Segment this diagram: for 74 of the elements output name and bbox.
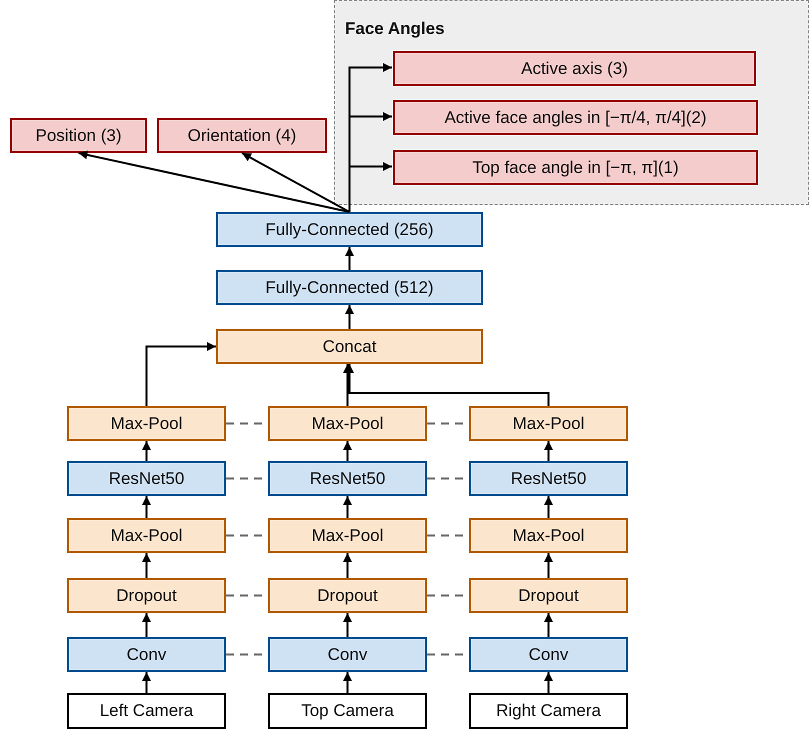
layer-box (67, 578, 226, 613)
input-box (268, 693, 427, 729)
layer-box (67, 637, 226, 672)
arrow (544, 496, 553, 518)
arrow (142, 553, 151, 578)
arrow (544, 441, 553, 461)
arrow (142, 613, 151, 637)
group-title: Face Angles (345, 19, 445, 39)
arrow (142, 496, 151, 518)
arrow (142, 441, 151, 461)
output-box (393, 100, 758, 135)
layer-box (67, 406, 226, 441)
box-label: Active axis (3) (521, 58, 628, 78)
layer-box (216, 329, 483, 364)
box-label: Active face angles in [−π/4, π/4](2) (444, 108, 707, 128)
box-label: Conv (328, 644, 368, 664)
layer-box (469, 578, 628, 613)
layer-box (268, 461, 427, 496)
output-box (393, 150, 758, 185)
input-box (469, 693, 628, 729)
arrow (343, 441, 352, 461)
box-label: Max-Pool (312, 414, 384, 434)
arrow (343, 553, 352, 578)
box-label: Max-Pool (110, 414, 182, 434)
group-panel (334, 0, 809, 205)
arrow (343, 613, 352, 637)
arrow (345, 305, 354, 329)
box-label: Max-Pool (512, 526, 584, 546)
layer-box (469, 637, 628, 672)
arrow (544, 613, 553, 637)
box-label: Position (3) (36, 126, 122, 146)
box-label: Orientation (4) (188, 126, 296, 146)
layer-box (469, 518, 628, 553)
layer-box (268, 518, 427, 553)
layer-box (67, 518, 226, 553)
layer-box (268, 637, 427, 672)
box-label: Fully-Connected (512) (265, 278, 434, 298)
box-label: ResNet50 (108, 468, 184, 488)
box-label: Dropout (116, 586, 177, 606)
layer-box (216, 212, 483, 247)
arrow (146, 342, 216, 406)
box-label: Concat (322, 336, 376, 356)
box-label: Top Camera (301, 701, 394, 721)
box-label: Max-Pool (512, 414, 584, 434)
box-label: Max-Pool (312, 526, 384, 546)
box-label: Max-Pool (110, 526, 182, 546)
layer-box (268, 578, 427, 613)
layer-box (469, 461, 628, 496)
output-box (393, 51, 756, 86)
box-label: Top face angle in [−π, π](1) (472, 158, 679, 178)
box-label: Right Camera (496, 701, 601, 721)
box-label: Fully-Connected (256) (265, 220, 434, 240)
output-box (157, 118, 327, 153)
box-label: ResNet50 (310, 468, 386, 488)
arrow (242, 152, 350, 213)
arrow (544, 553, 553, 578)
layer-box (67, 461, 226, 496)
arrow (345, 247, 354, 270)
box-label: Conv (126, 644, 166, 664)
box-label: Left Camera (100, 701, 194, 721)
box-label: Dropout (317, 586, 378, 606)
layer-box (469, 406, 628, 441)
arrow (343, 496, 352, 518)
layer-box (216, 270, 483, 305)
box-label: Dropout (518, 586, 579, 606)
box-label: Conv (528, 644, 568, 664)
arrow (343, 672, 352, 693)
layer-box (268, 406, 427, 441)
output-box (10, 118, 147, 153)
arrow (142, 672, 151, 693)
arrow (78, 150, 350, 213)
input-box (67, 693, 226, 729)
box-label: ResNet50 (510, 468, 586, 488)
arrow (544, 672, 553, 693)
